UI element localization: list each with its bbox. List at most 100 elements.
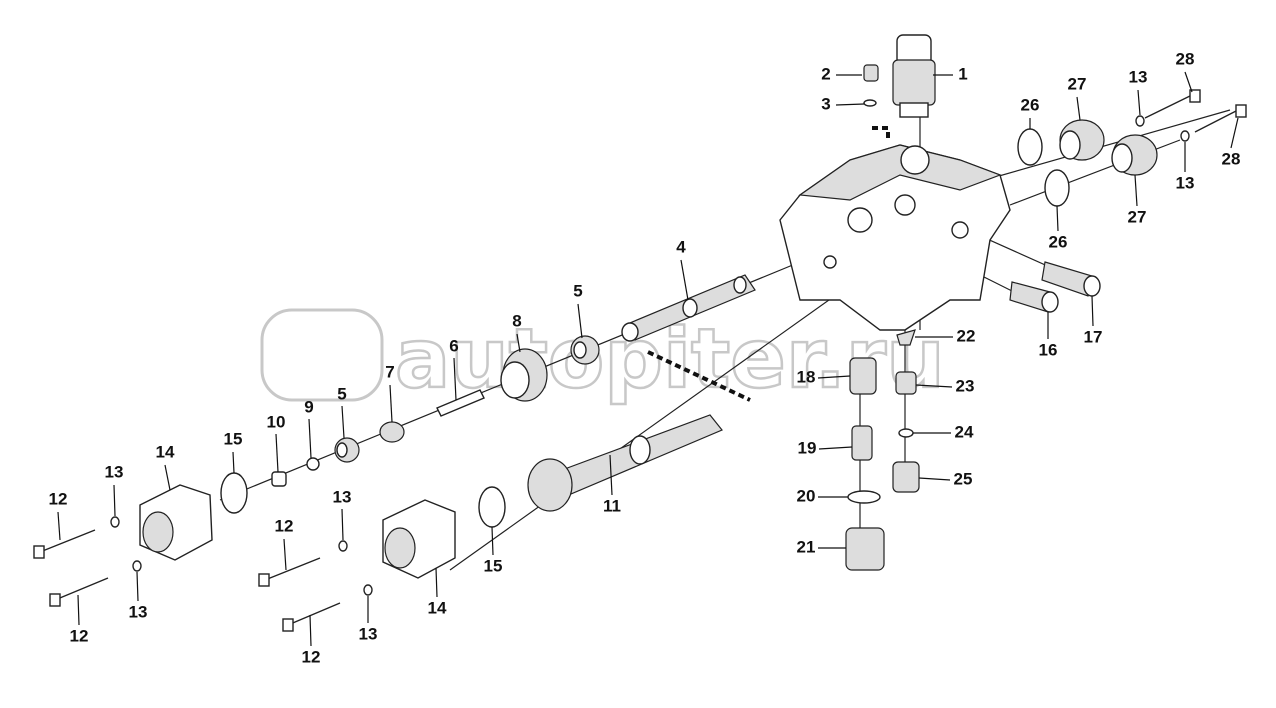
callout-2: 2 bbox=[821, 64, 830, 83]
callout-21: 21 bbox=[797, 537, 816, 556]
leader-line-13 bbox=[341, 508, 344, 541]
leader-line-10 bbox=[275, 433, 279, 473]
leader-line-27 bbox=[1134, 174, 1138, 207]
part-24-oring bbox=[898, 428, 914, 438]
callout-27: 27 bbox=[1068, 74, 1087, 93]
part-5-washer bbox=[570, 335, 600, 365]
part-13-washers bbox=[110, 115, 1190, 596]
part-7-spring bbox=[379, 421, 405, 443]
bolt-head bbox=[282, 618, 294, 632]
leader-lines bbox=[57, 71, 1239, 647]
callout-5: 5 bbox=[337, 384, 346, 403]
leader-line-15 bbox=[491, 526, 494, 556]
part-27-flange bbox=[1059, 119, 1105, 161]
washer bbox=[110, 516, 120, 528]
callout-12: 12 bbox=[49, 489, 68, 508]
bolt-head bbox=[33, 545, 45, 559]
washer bbox=[338, 540, 348, 552]
part-17-valve bbox=[1041, 261, 1101, 297]
leader-line-14 bbox=[164, 464, 171, 491]
callout-12: 12 bbox=[275, 516, 294, 535]
watermark-logo: autopiter.ru bbox=[260, 308, 946, 408]
callout-14: 14 bbox=[428, 598, 447, 617]
leader-line-6 bbox=[453, 357, 457, 401]
washer bbox=[132, 560, 142, 572]
callout-27: 27 bbox=[1128, 207, 1147, 226]
leader-line-4 bbox=[680, 259, 689, 301]
callout-23: 23 bbox=[956, 376, 975, 395]
part-26-oring bbox=[1017, 128, 1043, 166]
bolt-head bbox=[1189, 89, 1201, 103]
leader-line-13 bbox=[1137, 89, 1141, 116]
bolt-head bbox=[49, 593, 61, 607]
leader-line-18 bbox=[817, 375, 851, 379]
leader-line-12 bbox=[309, 614, 312, 647]
callout-13: 13 bbox=[1129, 67, 1148, 86]
leader-line-25 bbox=[918, 477, 951, 481]
bolt-heads bbox=[33, 89, 1247, 632]
callout-9: 9 bbox=[304, 397, 313, 416]
callout-13: 13 bbox=[105, 462, 124, 481]
callout-3: 3 bbox=[821, 94, 830, 113]
part-5-washer-b bbox=[334, 437, 360, 463]
leader-line-3 bbox=[835, 103, 865, 106]
callout-7: 7 bbox=[385, 362, 394, 381]
callout-8: 8 bbox=[512, 311, 521, 330]
part-10-plug bbox=[271, 471, 287, 487]
callout-11: 11 bbox=[603, 496, 621, 515]
callout-12: 12 bbox=[302, 647, 321, 666]
callout-24: 24 bbox=[955, 422, 974, 441]
part-14-cover-b bbox=[382, 499, 456, 579]
callout-22: 22 bbox=[957, 326, 976, 345]
part-8-spring bbox=[500, 348, 548, 402]
leader-line-9 bbox=[308, 418, 312, 459]
callout-16: 16 bbox=[1039, 340, 1058, 359]
part-4-spool bbox=[621, 274, 756, 342]
leader-line-23 bbox=[915, 384, 953, 388]
part-23-spring bbox=[895, 371, 917, 395]
part-15-oring bbox=[220, 472, 248, 514]
part-3-oring bbox=[863, 99, 877, 107]
leader-line-8 bbox=[516, 333, 521, 353]
callout-20: 20 bbox=[797, 486, 816, 505]
callout-6: 6 bbox=[449, 336, 458, 355]
part-15-oring-b bbox=[478, 486, 506, 528]
bolt-head bbox=[258, 573, 270, 587]
callout-1: 1 bbox=[958, 64, 967, 83]
callout-26: 26 bbox=[1049, 232, 1068, 251]
callout-26: 26 bbox=[1021, 95, 1040, 114]
callout-28: 28 bbox=[1176, 49, 1195, 68]
part-12-bolts bbox=[39, 94, 1239, 626]
part-6-pin bbox=[436, 389, 485, 417]
leader-line-27 bbox=[1076, 96, 1081, 121]
part-2-plug bbox=[863, 64, 879, 82]
leader-line-15 bbox=[232, 451, 235, 474]
part-18-piston bbox=[849, 357, 877, 395]
leader-line-19 bbox=[818, 446, 853, 450]
part-27-flange-b bbox=[1111, 134, 1158, 176]
washer bbox=[1180, 130, 1190, 142]
callout-14: 14 bbox=[156, 442, 175, 461]
callout-19: 19 bbox=[798, 438, 817, 457]
part-26-oring-b bbox=[1044, 169, 1070, 207]
part-9-washer bbox=[306, 457, 320, 471]
part-21-plug bbox=[845, 527, 885, 571]
washer bbox=[363, 584, 373, 596]
part-1-cartridge bbox=[892, 34, 936, 118]
part-16-valve bbox=[1009, 281, 1059, 313]
leader-line-7 bbox=[389, 384, 393, 423]
part-14-cover bbox=[139, 484, 213, 561]
leader-line-12 bbox=[283, 538, 287, 571]
part-25-plug bbox=[892, 461, 920, 493]
leader-line-13 bbox=[113, 484, 116, 517]
leader-line-11 bbox=[609, 454, 613, 496]
callout-17: 17 bbox=[1084, 327, 1103, 346]
callout-12: 12 bbox=[70, 626, 89, 645]
callout-10: 10 bbox=[267, 412, 286, 431]
washer bbox=[1135, 115, 1145, 127]
leader-line-28 bbox=[1184, 71, 1193, 93]
bolt-head bbox=[1235, 104, 1247, 118]
callout-5: 5 bbox=[573, 281, 582, 300]
leader-line-14 bbox=[435, 567, 438, 598]
